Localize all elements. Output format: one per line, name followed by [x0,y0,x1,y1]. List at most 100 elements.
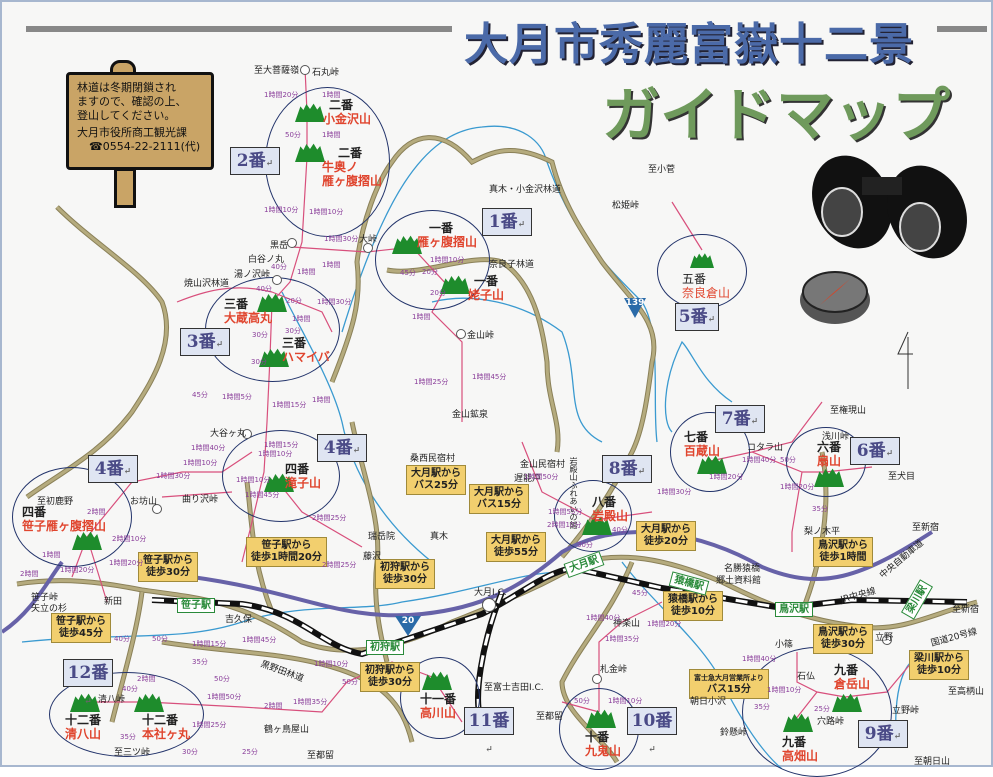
place-label: 真木 [430,532,449,542]
peak-label-4a[interactable]: 四番滝子山 [285,462,321,490]
number-box-9[interactable]: 9番 [858,720,908,748]
notice-line: ますので、確認の上、 [77,95,187,108]
trail-time: 1時間20分 [109,559,144,567]
number-box-12[interactable]: 12番 [63,659,113,687]
trail-time: 25分 [242,748,258,756]
peak-label-1b[interactable]: 一番姥子山 [468,274,504,302]
number-box-4b[interactable]: 4番 [88,455,138,483]
peak-name: 小金沢山 [323,112,372,126]
peak-label-11[interactable]: 十一番高川山 [420,692,456,720]
peak-label-3a[interactable]: 三番大蔵高丸 [224,297,272,325]
peak-name: 雁ヶ腹摺山 [417,235,478,249]
peak-label-8[interactable]: 八番岩殿山 [592,495,628,523]
trail-time: 2時間 [20,570,39,578]
access-from: 大月駅から [411,468,461,479]
place-label: コタラ山 [747,443,784,453]
trail-time: 40分 [271,263,287,271]
peak-name: 奈良倉山 [682,286,731,300]
access-from: 梁川駅から [914,653,964,664]
trail-time: 30分 [251,358,267,366]
winter-closure-notice: 林道は冬期閉鎖され ますので、確認の上、 登山してください。 大月市役所商工観光… [66,72,214,170]
station-hatsukari[interactable]: 初狩駅 [366,640,404,655]
peak-label-2a[interactable]: 二番小金沢山 [323,98,371,126]
trail-time: 1時間5分 [222,393,252,401]
trail-time: 35分 [754,703,770,711]
peak-label-5[interactable]: 五番奈良倉山 [682,272,730,300]
trail-time: 40分 [256,285,272,293]
peak-label-7[interactable]: 七番百蔵山 [684,430,720,458]
peak-name: 百蔵山 [684,444,721,458]
station-torisawa[interactable]: 鳥沢駅 [775,602,813,617]
trail-time: 40分 [114,635,130,643]
access-from: 富士急大月営業所より [694,674,764,682]
peak-label-1a[interactable]: 一番雁ヶ腹摺山 [417,221,477,249]
access-from: 大月駅から [474,487,524,498]
number-box-10[interactable]: 10番 [627,707,677,735]
access-time: 徒歩20分 [644,536,688,547]
number-box-5[interactable]: 5番 [675,303,719,331]
trail-time: 1時間10分 [183,459,218,467]
access-time: 徒歩45分 [59,628,103,639]
trail-time: 1時間45分 [472,373,507,381]
trail-time: 30分 [182,748,198,756]
peak-rank: 一番 [429,221,454,235]
peak-label-12b[interactable]: 十二番本社ヶ丸 [142,713,190,741]
peak-label-3b[interactable]: 三番ハマイバ [282,336,330,364]
place-label: 黒岳 [270,241,289,251]
junction-node [287,238,297,248]
trail-time: 1時間 [322,261,341,269]
trail-time: 1時間55分 [548,508,583,516]
trail-time: 40分 [612,526,628,534]
place-label: 至権現山 [830,406,867,416]
access-from: 大月駅から [641,524,691,535]
trail-time: 1時間10分 [264,206,299,214]
peak-label-9a[interactable]: 九番倉岳山 [834,663,870,691]
access-box: 大月駅から徒歩55分 [486,532,546,562]
place-label: 浅川峠 [822,432,850,442]
peak-name: 高川山 [420,706,457,720]
trail-time: 35分 [192,658,208,666]
access-box: 笹子駅から徒歩30分 [138,552,198,582]
trail-time: 1時間45分 [242,636,277,644]
peak-label-10[interactable]: 十番九鬼山 [585,730,621,758]
north-arrow-icon [897,331,913,389]
access-time: 徒歩30分 [146,567,190,578]
peak-rank: 五番 [682,272,707,286]
place-label: 至都留 [536,712,564,722]
peak-11-area [400,657,480,739]
number-box-3[interactable]: 3番 [180,328,230,356]
trail-time: 50分 [574,697,590,705]
place-label: 鈴懸峠 [720,728,748,738]
trail-time: 1時間10分 [767,686,802,694]
place-label: 立野 [875,633,894,643]
number-box-2[interactable]: 2番 [230,147,280,175]
number-box-1[interactable]: 1番 [482,208,532,236]
place-label: 石丸峠 [312,68,340,78]
access-box: 大月駅からバス15分 [469,484,529,514]
junction-node [882,635,892,645]
number-box-6[interactable]: 6番 [850,437,900,465]
place-label: 至新宿 [952,605,980,615]
notice-line: 林道は冬期閉鎖され [77,81,176,94]
trail-time: 1時間10分 [309,208,344,216]
peak-label-4b[interactable]: 四番笹子雁ヶ腹摺山 [22,505,106,533]
trail-time: 1時間10分 [314,660,349,668]
station-sasago[interactable]: 笹子駅 [177,598,215,613]
peak-4-takigo-area [222,430,340,522]
peak-name: 倉岳山 [834,677,871,691]
number-box-4a[interactable]: 4番 [317,434,367,462]
peak-label-6[interactable]: 六番扇山 [817,440,841,468]
number-box-11[interactable]: 11番 [464,707,514,735]
access-time: 徒歩55分 [494,547,538,558]
peak-rank: 四番 [285,462,310,476]
number-box-8[interactable]: 8番 [602,455,652,483]
number-box-7[interactable]: 7番 [715,405,765,433]
peak-label-12a[interactable]: 十二番清八山 [65,713,101,741]
place-label: 吉久保 [225,615,253,625]
peak-name: 高畑山 [782,749,819,763]
peak-label-2b[interactable]: 二番牛奥ノ雁ヶ腹摺山 [322,146,382,188]
trail-time: 2時間 [264,702,283,710]
peak-label-9b[interactable]: 九番高畑山 [782,735,818,763]
place-label: 藤沢 [363,552,382,562]
trail-time: 1時間25分 [192,721,227,729]
